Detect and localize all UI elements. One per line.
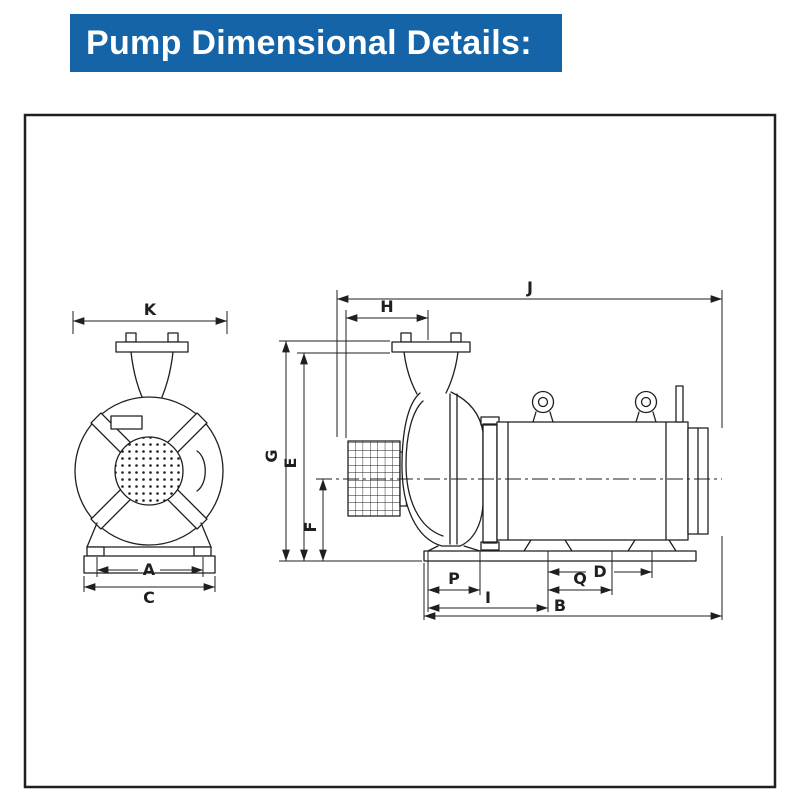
volute-casing (401, 391, 484, 547)
dimension-b: B (423, 536, 723, 620)
discharge-flange (391, 332, 471, 395)
dimension-c: C (83, 576, 216, 607)
side-view (347, 332, 709, 562)
suction-flange-front (115, 332, 189, 398)
terminal-pin (675, 385, 684, 423)
dimension-i: I (428, 588, 548, 612)
suction-grid-block (347, 440, 401, 517)
casing-slot (196, 450, 206, 492)
dim-label-b: B (554, 596, 566, 615)
dimension-q: Q (548, 551, 613, 595)
dimension-p: P (427, 551, 481, 612)
dim-label-h: H (380, 297, 393, 316)
motor-feet (427, 539, 677, 552)
dim-label-g: G (262, 449, 281, 462)
dim-label-i: I (485, 588, 491, 607)
dimension-d: D (547, 551, 653, 612)
lifting-eyebolt-right (634, 390, 658, 423)
dimensions: K A C J (72, 278, 723, 620)
motor-body (496, 421, 689, 541)
base-plate (423, 550, 697, 562)
dim-label-q: Q (573, 569, 587, 588)
dim-label-c: C (143, 588, 155, 607)
dimension-f: F (301, 479, 327, 561)
dimension-h: H (345, 297, 429, 438)
dimension-a: A (96, 557, 204, 579)
dim-label-j: J (526, 278, 533, 297)
dim-label-f: F (301, 522, 320, 533)
adapter-frame (480, 416, 500, 551)
lifting-eyebolt-left (531, 390, 555, 423)
page-title: Pump Dimensional Details: (86, 23, 532, 62)
front-view (74, 332, 224, 574)
page-title-banner: Pump Dimensional Details: (70, 14, 562, 72)
nameplate (110, 415, 143, 430)
dimension-e: E (281, 352, 390, 561)
dimension-j: J (336, 278, 723, 437)
dim-label-a: A (143, 560, 156, 579)
dim-label-k: K (144, 300, 157, 319)
dimension-g: G (262, 340, 422, 562)
dimension-k: K (72, 300, 228, 334)
front-base (83, 522, 216, 574)
dim-label-e: E (281, 458, 300, 469)
strainer-hub (114, 436, 184, 506)
dim-label-p: P (448, 569, 460, 588)
dim-label-d: D (593, 562, 606, 581)
